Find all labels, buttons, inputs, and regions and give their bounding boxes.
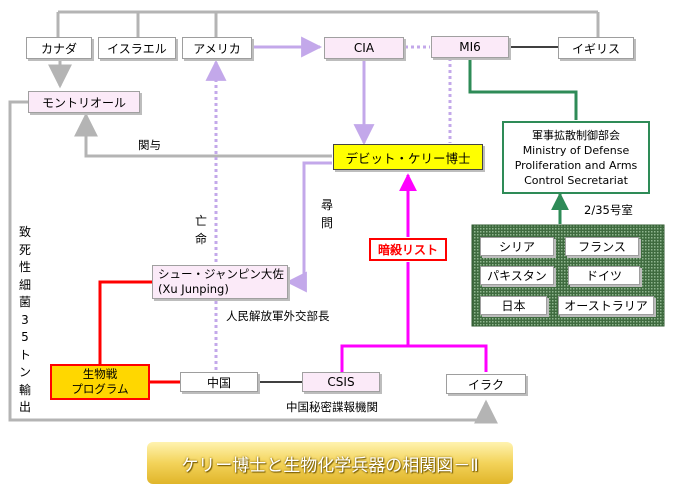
node-mi6: MI6: [431, 36, 509, 58]
bio-line1: 生物戦: [82, 367, 118, 381]
xu-line1: シュー・ジャンピン大佐: [158, 267, 284, 281]
node-montreal: モントリオール: [28, 91, 140, 113]
assassination-connector: [340, 262, 488, 372]
node-china: 中国: [180, 372, 258, 392]
country-australia: オーストラリア: [558, 296, 654, 315]
node-cia: CIA: [324, 37, 404, 59]
node-canada: カナダ: [26, 37, 92, 59]
label-defection: 亡命: [194, 214, 207, 246]
node-kelly: デビット・ケリー博士: [333, 144, 483, 170]
node-uk: イギリス: [558, 37, 634, 59]
node-xu-junping: シュー・ジャンピン大佐 (Xu Junping): [152, 265, 288, 299]
label-involvement: 関与: [138, 138, 161, 152]
grey-top-connector: [56, 10, 600, 37]
kelly-to-montreal-arrow: [74, 112, 332, 158]
bio-line2: プログラム: [71, 382, 129, 396]
label-csis-caption: 中国秘密諜報機関: [286, 400, 378, 414]
ministry-line1: 軍事拡散制御部会: [532, 128, 620, 142]
bio-to-xu-line: [98, 280, 152, 364]
ministry-line3: Proliferation and Arms: [514, 158, 638, 172]
node-assassination-list: 暗殺リスト: [369, 238, 447, 261]
node-bio-program: 生物戦 プログラム: [50, 364, 150, 400]
node-ministry: 軍事拡散制御部会 Ministry of Defense Proliferati…: [502, 121, 650, 194]
country-france: フランス: [565, 237, 639, 256]
node-iraq: イラク: [446, 374, 526, 394]
node-israel: イスラエル: [98, 37, 176, 59]
ministry-line4: Control Secretariat: [524, 173, 628, 187]
label-export: 致死性細菌35トン輸出: [18, 225, 31, 414]
label-inquiry: 尋問: [320, 198, 333, 230]
kelly-to-xu-arrow: [285, 161, 332, 293]
mi6-to-ministry-line: [468, 58, 578, 120]
label-pla: 人民解放軍外交部長: [226, 309, 330, 323]
node-america: アメリカ: [182, 37, 252, 59]
ministry-line2: Ministry of Defense: [522, 143, 630, 157]
country-japan: 日本: [480, 296, 547, 315]
page-title: ケリー博士と生物化学兵器の相関図－Ⅱ: [181, 455, 479, 476]
export-loop-arrow: [8, 100, 498, 424]
country-syria: シリア: [480, 237, 554, 256]
title-banner-bg: [147, 442, 513, 484]
country-germany: ドイツ: [568, 266, 640, 285]
country-pakistan: パキスタン: [480, 266, 554, 285]
xu-line2: (Xu Junping): [158, 282, 229, 296]
label-room: 2/35号室: [584, 203, 633, 217]
node-csis: CSIS: [302, 372, 380, 392]
